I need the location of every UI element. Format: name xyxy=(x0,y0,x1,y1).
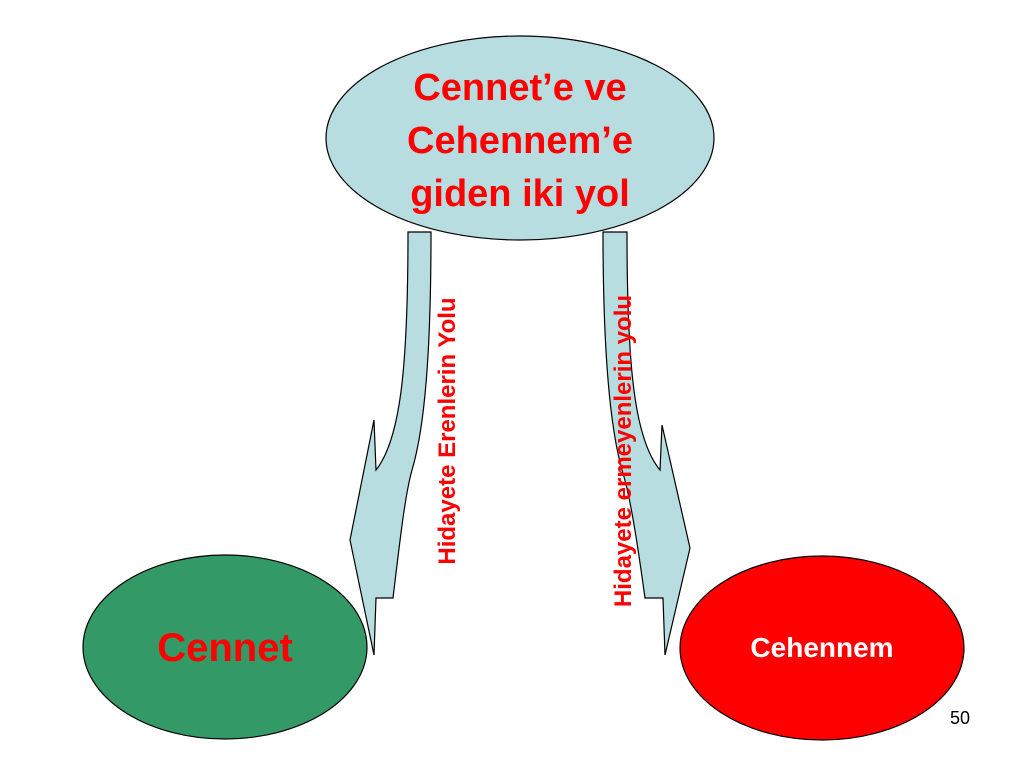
left-path-label: Hidayete Erenlerin Yolu xyxy=(434,297,461,565)
cehennem-node-label: Cehennem xyxy=(750,632,894,663)
cennet-node-ellipse xyxy=(82,554,368,740)
cennet-node-label: Cennet xyxy=(157,626,293,670)
top-node-ellipse xyxy=(325,35,715,241)
top-node-label: Cennet’e ve Cehennem’e giden iki yol xyxy=(407,67,633,215)
page-number: 50 xyxy=(949,708,970,728)
right-path-arrow xyxy=(602,231,691,656)
right-path-label: Hidayete ermeyenlerin yolu xyxy=(610,294,637,608)
cehennem-node-ellipse xyxy=(679,555,965,741)
left-path-arrow xyxy=(349,231,432,656)
